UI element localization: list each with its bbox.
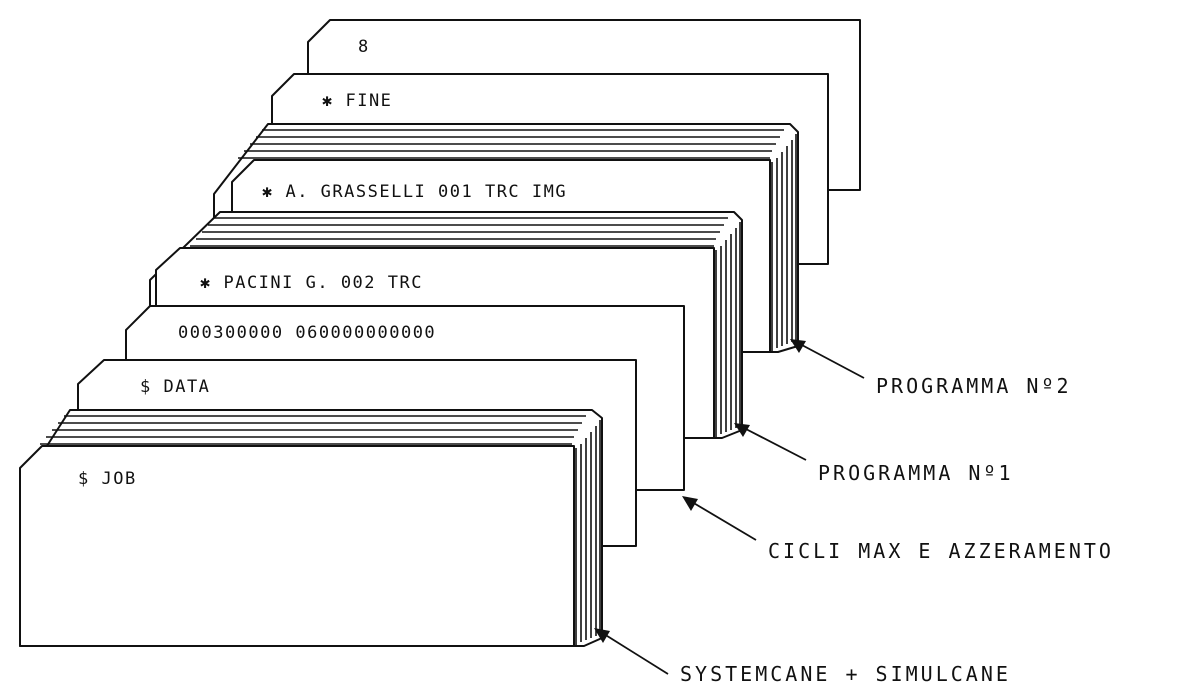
program-1-header-text: ✱ PACINI G. 002 TRC [200,273,423,293]
label-systemcane-text: SYSTEMCANE + SIMULCANE [680,662,1011,686]
label-programma-2-text: PROGRAMMA Nº2 [876,374,1072,398]
card-data-text: $ DATA [140,377,210,397]
card-cycles-text: 000300000 060000000000 [178,323,436,343]
arrow-head [682,496,698,511]
arrow-head [734,423,750,437]
label-programma-2: PROGRAMMA Nº2 [790,339,1072,398]
arrow-head [594,628,610,643]
systemcane-deck: $ JOB [19,409,603,647]
card-fine-text: ✱ FINE [322,91,392,111]
label-programma-1-text: PROGRAMMA Nº1 [818,461,1014,485]
label-cicli-text: CICLI MAX E AZZERAMENTO [768,539,1114,563]
arrow-head [790,339,806,353]
card-job-text: $ JOB [78,469,137,489]
label-cicli: CICLI MAX E AZZERAMENTO [682,496,1114,563]
label-systemcane: SYSTEMCANE + SIMULCANE [594,628,1011,686]
program-2-header-text: ✱ A. GRASSELLI 001 TRC IMG [262,182,567,202]
label-programma-1: PROGRAMMA Nº1 [734,423,1014,485]
card-end-text: 8 [358,37,370,57]
